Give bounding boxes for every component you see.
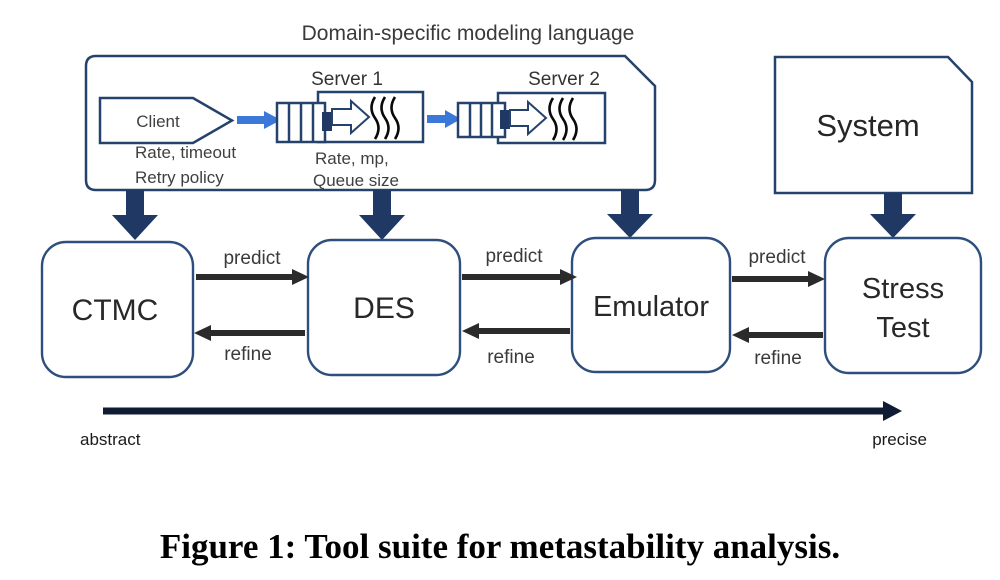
queue-icon — [275, 101, 332, 144]
dsl-title: Domain-specific modeling language — [302, 22, 635, 45]
tool-ctmc-label: CTMC — [72, 294, 159, 327]
client-param-2: Retry policy — [135, 168, 224, 187]
refine-label: refine — [754, 348, 802, 369]
tool-stress-test: Stress Test — [823, 236, 983, 375]
refine-arrow-icon — [462, 323, 570, 339]
down-arrow-icon — [112, 190, 158, 240]
tool-suite-diagram: Domain-specific modeling language Client… — [40, 22, 983, 449]
refine-arrow-icon — [732, 327, 823, 343]
server1-label: Server 1 — [311, 69, 383, 90]
predict-label: predict — [748, 247, 806, 268]
abstraction-axis: abstract precise — [80, 401, 927, 449]
edge-des-emulator: predict refine — [462, 246, 577, 368]
client-param-1: Rate, timeout — [135, 143, 236, 162]
edge-emulator-stress: predict refine — [732, 247, 825, 369]
flow-arrow-icon — [427, 110, 461, 128]
server-icon — [331, 96, 400, 140]
server2-node: Server 2 — [456, 69, 607, 145]
tool-ctmc: CTMC — [40, 240, 195, 379]
client-shape — [98, 96, 235, 145]
edge-ctmc-des: predict refine — [194, 248, 309, 365]
down-arrow-icon — [607, 190, 653, 238]
predict-arrow-icon — [462, 269, 577, 285]
figure-caption: Figure 1: Tool suite for metastability a… — [159, 527, 841, 566]
server-icon — [509, 97, 578, 141]
predict-arrow-icon — [732, 271, 825, 287]
refine-label: refine — [224, 344, 272, 365]
refine-label: refine — [487, 347, 535, 368]
client-node: Client Rate, timeout Retry policy — [98, 96, 236, 187]
tool-des: DES — [306, 238, 462, 377]
axis-arrow-icon — [103, 401, 902, 421]
refine-arrow-icon — [194, 325, 305, 341]
dsl-box: Domain-specific modeling language Client… — [84, 22, 657, 192]
tool-des-label: DES — [353, 292, 415, 325]
axis-label-precise: precise — [872, 430, 927, 449]
server1-param-1: Rate, mp, — [315, 149, 389, 168]
predict-label: predict — [485, 246, 543, 267]
down-arrow-icon — [359, 190, 405, 240]
server2-label: Server 2 — [528, 69, 600, 90]
predict-label: predict — [223, 248, 281, 269]
tool-stress-test-label-line1: Stress — [862, 273, 944, 305]
system-label: System — [816, 108, 919, 143]
system-box: System — [773, 55, 974, 195]
system-box-outline — [773, 55, 974, 195]
server1-node: Server 1 Rate, mp, Queue size — [275, 69, 425, 190]
server1-param-2: Queue size — [313, 171, 399, 190]
client-label: Client — [136, 112, 180, 131]
tool-emulator-label: Emulator — [593, 291, 709, 323]
tool-emulator: Emulator — [570, 236, 732, 374]
predict-arrow-icon — [196, 269, 309, 285]
down-arrow-icon — [870, 193, 916, 238]
flow-arrow-icon — [237, 111, 281, 129]
axis-label-abstract: abstract — [80, 430, 141, 449]
tool-stress-test-label-line2: Test — [876, 312, 929, 344]
queue-icon — [456, 101, 510, 139]
